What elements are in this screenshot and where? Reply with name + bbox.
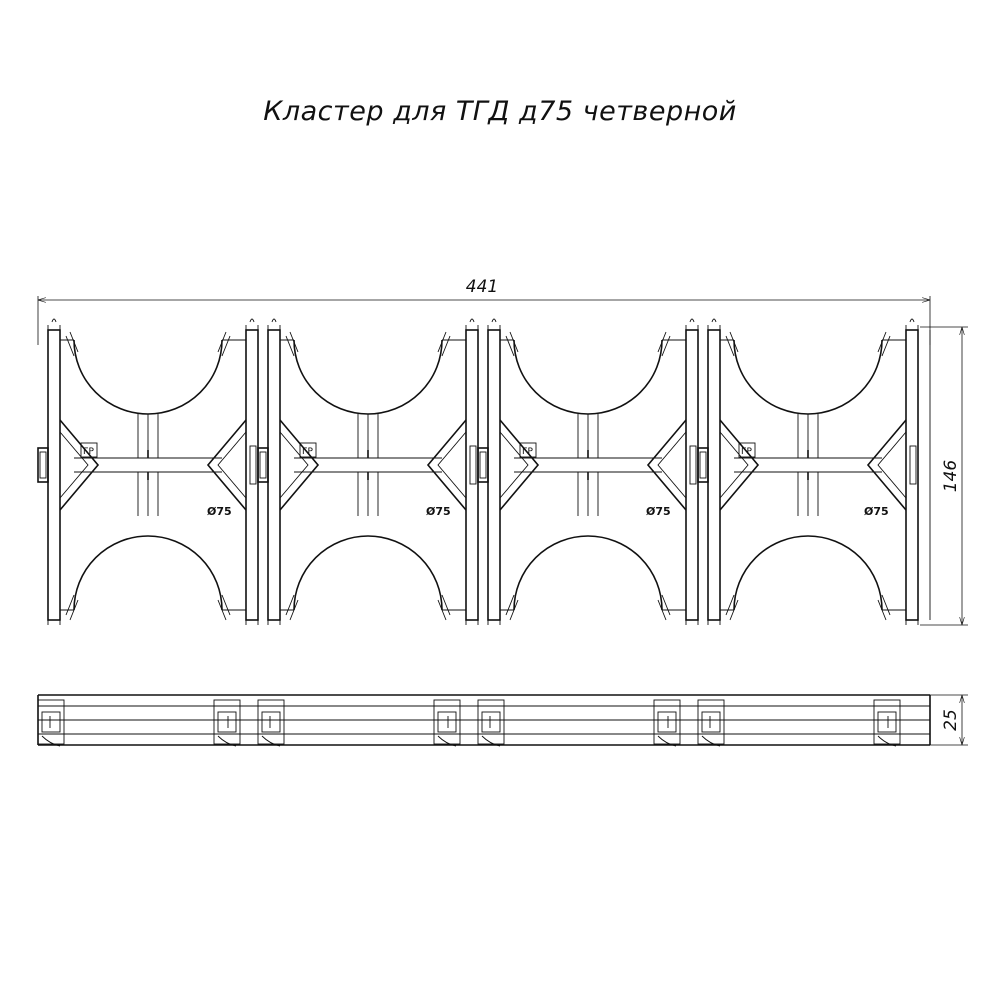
gr-mark-box-4 xyxy=(738,442,756,458)
side-view xyxy=(37,694,931,747)
gr-mark-4: ГР xyxy=(741,447,752,457)
gr-mark-2: ГР xyxy=(302,447,313,457)
gr-mark-box-2 xyxy=(299,442,317,458)
gr-mark-1: ГР xyxy=(83,447,94,457)
module-labels: ГР Ø75 ГР Ø75 ГР Ø75 ГР Ø75 xyxy=(80,442,889,518)
gr-mark-box-1 xyxy=(80,442,98,458)
drawing-title: Кластер для ТГД д75 четверной xyxy=(263,96,737,127)
diameter-label-1: Ø75 xyxy=(207,505,232,518)
thickness-dimension-value: 25 xyxy=(941,709,961,731)
gr-mark-3: ГР xyxy=(522,447,533,457)
height-dimension: 146 xyxy=(920,326,968,626)
gr-mark-box-3 xyxy=(519,442,537,458)
width-dimension-value: 441 xyxy=(466,277,498,297)
diameter-label-2: Ø75 xyxy=(426,505,451,518)
diameter-label-3: Ø75 xyxy=(646,505,671,518)
width-dimension: 441 xyxy=(37,277,931,345)
diameter-label-4: Ø75 xyxy=(864,505,889,518)
height-dimension-value: 146 xyxy=(941,460,961,493)
top-view xyxy=(37,318,931,626)
thickness-dimension: 25 xyxy=(930,694,968,746)
